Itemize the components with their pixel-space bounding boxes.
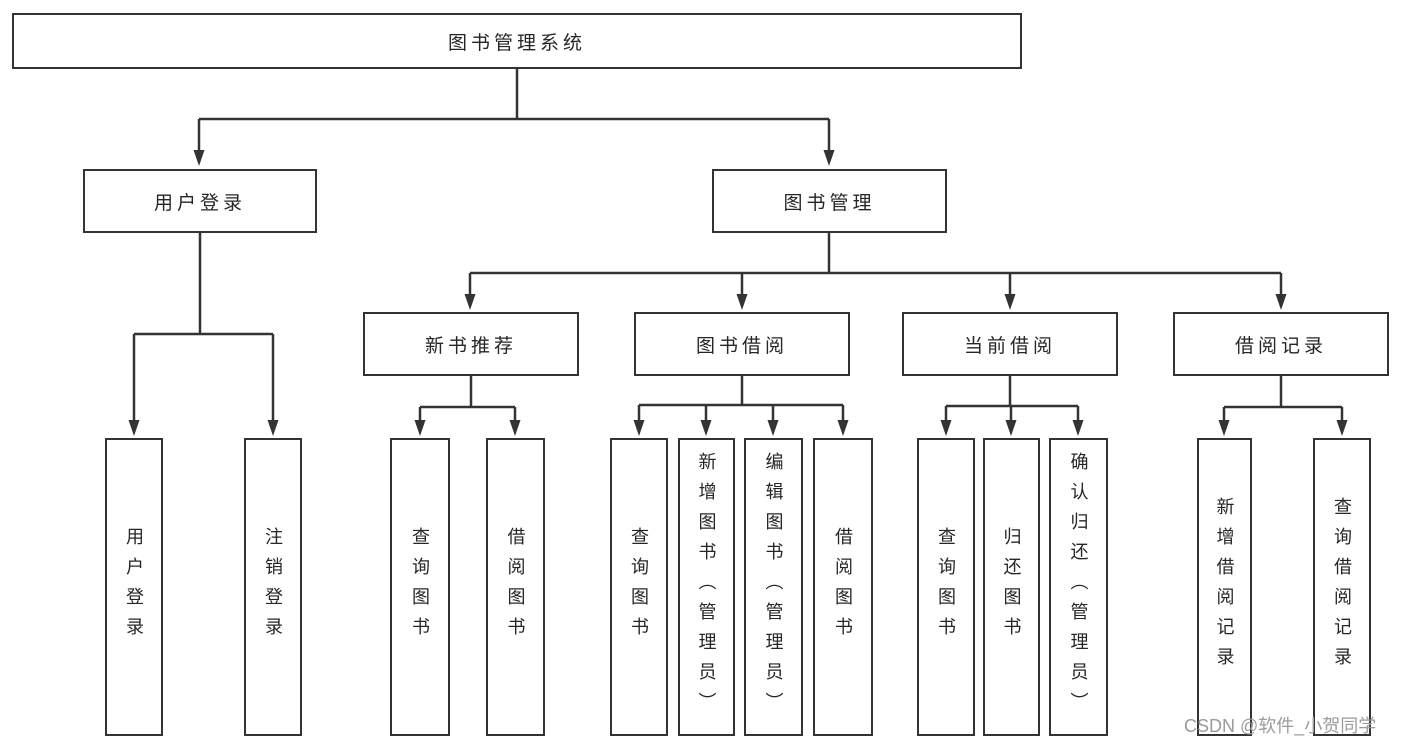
leaf-user-login: 用户登录: [105, 438, 163, 736]
leaf-return-books: 归还图书: [983, 438, 1040, 736]
leaf-borrow-books-recommend: 借阅图书: [486, 438, 545, 736]
node-library-management-system: 图书管理系统: [12, 13, 1022, 69]
edge-user-login-to-children: [132, 233, 275, 428]
leaf-label: 编辑图书（管理员）: [763, 452, 784, 722]
edge-current-borrowing-to-children: [944, 376, 1080, 428]
leaf-label: 新增图书（管理员）: [696, 452, 717, 722]
leaf-label: 借阅图书: [833, 527, 853, 647]
node-label: 用户登录: [153, 192, 246, 214]
leaf-edit-book-admin: 编辑图书（管理员）: [744, 438, 803, 736]
edge-borrowing-records-to-children: [1222, 376, 1344, 428]
leaf-label: 归还图书: [1001, 527, 1022, 647]
leaf-query-books-borrowing: 查询图书: [610, 438, 668, 736]
node-book-management: 图书管理: [712, 169, 947, 233]
leaf-label: 新增借阅记录: [1214, 497, 1235, 677]
node-label: 图书管理系统: [447, 32, 586, 54]
leaf-query-books-recommend: 查询图书: [390, 438, 450, 736]
node-label: 借阅记录: [1234, 335, 1327, 357]
leaf-add-book-admin: 新增图书（管理员）: [678, 438, 735, 736]
node-label: 新书推荐: [424, 335, 517, 357]
leaf-label: 查询图书: [410, 527, 430, 647]
node-current-borrowing: 当前借阅: [902, 312, 1118, 376]
node-borrowing-records: 借阅记录: [1173, 312, 1389, 376]
leaf-label: 注销登录: [263, 527, 283, 647]
node-user-login: 用户登录: [83, 169, 317, 233]
edge-book-borrowing-to-children: [637, 376, 845, 428]
node-label: 当前借阅: [963, 335, 1056, 357]
edge-new-book-recommend-to-children: [418, 376, 517, 428]
leaf-label: 查询图书: [936, 527, 956, 647]
node-book-borrowing: 图书借阅: [634, 312, 850, 376]
node-label: 图书借阅: [695, 335, 788, 357]
leaf-query-books-current: 查询图书: [917, 438, 975, 736]
leaf-label: 查询借阅记录: [1332, 497, 1352, 677]
leaf-confirm-return-admin: 确认归还（管理员）: [1049, 438, 1108, 736]
leaf-label: 用户登录: [124, 527, 144, 647]
leaf-label: 借阅图书: [505, 527, 526, 647]
node-label: 图书管理: [783, 192, 876, 214]
edge-root-to-level2: [197, 69, 831, 158]
csdn-watermark: CSDN @软件_小贺同学: [1184, 716, 1377, 736]
leaf-label: 查询图书: [629, 527, 649, 647]
leaf-query-borrow-record: 查询借阅记录: [1313, 438, 1371, 736]
leaf-logout: 注销登录: [244, 438, 302, 736]
edge-book-management-to-sections: [468, 233, 1283, 302]
node-new-book-recommend: 新书推荐: [363, 312, 579, 376]
leaf-label: 确认归还（管理员）: [1068, 452, 1089, 722]
leaf-borrow-books-borrowing: 借阅图书: [813, 438, 873, 736]
leaf-add-borrow-record: 新增借阅记录: [1197, 438, 1252, 736]
